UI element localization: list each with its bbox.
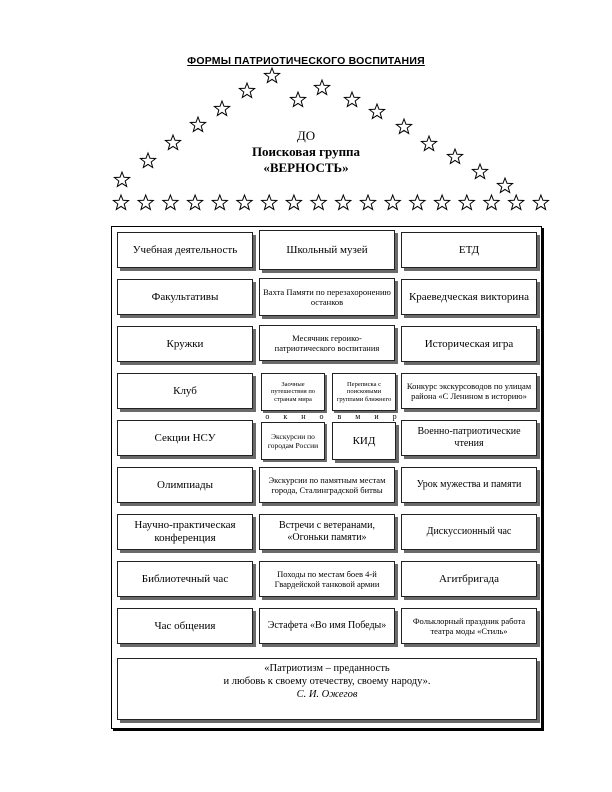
group-title: ДО Поисковая группа «ВЕРНОСТЬ» <box>206 128 406 176</box>
star-icon-1 <box>136 193 155 211</box>
star-icon-7 <box>284 193 303 211</box>
middle-cell-estafeta: Эстафета «Во имя Победы» <box>259 608 395 644</box>
star-icon-25 <box>289 90 307 108</box>
middle-small-ekskursii: Экскурсии по городам России <box>261 422 325 460</box>
left-cell-7: Научно-практическая конференция <box>117 514 253 550</box>
star-icon-26 <box>313 78 331 96</box>
star-icon-21 <box>189 115 207 133</box>
middle-cell-vakhta: Вахта Памяти по перезахоронению останков <box>259 278 395 316</box>
middle-cell-mesyachnik: Месячник героико-патриотического воспита… <box>259 325 395 361</box>
star-icon-28 <box>368 102 386 120</box>
star-icon-4 <box>210 193 229 211</box>
star-icon-31 <box>446 147 464 165</box>
quote-line-2: и любовь к своему отечеству, своему наро… <box>223 676 431 687</box>
star-icon-12 <box>408 193 427 211</box>
middle-small-kid: КИД <box>332 422 396 460</box>
star-icon-15 <box>482 193 501 211</box>
left-cell-9: Час общения <box>117 608 253 644</box>
star-icon-16 <box>507 193 526 211</box>
middle-cell-vstrechi: Встречи с ветеранами, «Огоньки памяти» <box>259 514 395 550</box>
star-icon-14 <box>457 193 476 211</box>
middle-small-perepiska: Переписка с поисковыми группами ближнего <box>332 373 396 411</box>
star-icon-19 <box>139 151 157 169</box>
middle-cell-museum: Школьный музей <box>259 230 395 270</box>
page-title: ФОРМЫ ПАТРИОТИЧЕСКОГО ВОСПИТАНИЯ <box>187 55 425 67</box>
right-cell-4: Конкурс экскурсоводов по улицам района «… <box>401 373 537 409</box>
quote-author: С. И. Ожегов <box>296 689 358 700</box>
quote-line-1: «Патриотизм – преданность <box>264 663 390 674</box>
right-cell-2: Краеведческая викторина <box>401 279 537 315</box>
star-icon-22 <box>213 99 231 117</box>
star-icon-2 <box>161 193 180 211</box>
left-cell-3: Кружки <box>117 326 253 362</box>
middle-cell-pokhody: Походы по местам боев 4-й Гвардейской та… <box>259 561 395 597</box>
star-icon-32 <box>471 162 489 180</box>
group-line-2: Поисковая группа <box>251 144 361 159</box>
left-cell-8: Библиотечный час <box>117 561 253 597</box>
left-cell-5: Секции НСУ <box>117 420 253 456</box>
star-icon-10 <box>359 193 377 211</box>
right-cell-8: Агитбригада <box>401 561 537 597</box>
star-icon-33 <box>496 176 514 194</box>
right-cell-1: ЕТД <box>401 232 537 268</box>
right-cell-5: Военно-патриотические чтения <box>401 420 537 456</box>
star-icon-5 <box>235 193 254 211</box>
star-icon-13 <box>433 193 452 211</box>
group-line-3: «ВЕРНОСТЬ» <box>263 160 349 175</box>
star-icon-0 <box>112 193 130 211</box>
okno-v-mir-label: о к н о в м и р <box>265 412 403 421</box>
star-icon-20 <box>164 133 182 151</box>
star-icon-8 <box>309 193 328 211</box>
star-icon-3 <box>186 193 205 211</box>
star-icon-6 <box>260 193 279 211</box>
left-cell-1: Учебная деятельность <box>117 232 253 268</box>
star-icon-17 <box>531 193 550 211</box>
right-cell-9: Фольклорный праздник работа театра моды … <box>401 608 537 644</box>
left-cell-4: Клуб <box>117 373 253 409</box>
star-arch <box>112 66 550 211</box>
star-icon-23 <box>238 81 256 99</box>
middle-cell-ekskursii-gorod: Экскурсии по памятным местам города, Ста… <box>259 467 395 503</box>
group-line-1: ДО <box>296 128 316 143</box>
star-icon-11 <box>383 193 402 211</box>
quote-banner: «Патриотизм – преданность и любовь к сво… <box>117 658 537 720</box>
star-icon-27 <box>343 90 361 108</box>
star-icon-9 <box>334 193 353 211</box>
star-icon-18 <box>113 170 131 188</box>
left-cell-6: Олимпиады <box>117 467 253 503</box>
middle-small-zaochnye: Заочные путешествия по странам мира <box>261 373 325 411</box>
star-icon-30 <box>420 134 438 152</box>
right-cell-6: Урок мужества и памяти <box>401 467 537 503</box>
star-icon-29 <box>395 117 413 135</box>
right-cell-7: Дискуссионный час <box>401 514 537 550</box>
right-cell-3: Историческая игра <box>401 326 537 362</box>
left-cell-2: Факультативы <box>117 279 253 315</box>
star-icon-24 <box>263 66 281 84</box>
